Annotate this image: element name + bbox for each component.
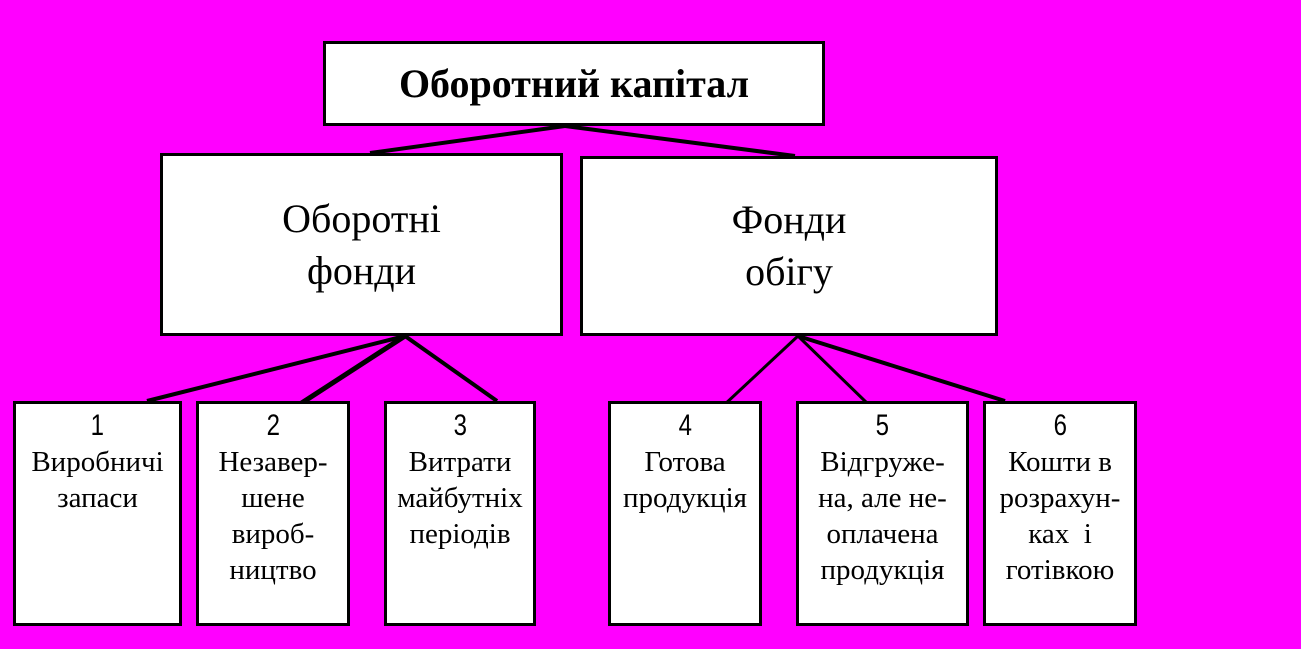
leaf-box-production-stocks: 1 Виробничі запаси — [13, 401, 182, 626]
leaf-line: продукція — [820, 554, 945, 586]
leaf-line: запаси — [57, 482, 138, 514]
leaf-line: на, але не- — [818, 482, 947, 514]
leaf-line: шене — [241, 482, 305, 514]
leaf-line: Кошти в — [1008, 446, 1112, 478]
connector-left-to-leaf3 — [403, 334, 499, 403]
leaf-line: ках і — [1028, 518, 1092, 550]
connector-left-to-leaf2 — [295, 333, 407, 409]
connector-root-to-right — [564, 124, 796, 158]
branch-line: обігу — [745, 249, 833, 294]
leaf-line: Відгруже- — [820, 446, 945, 478]
leaf-box-shipped-unpaid: 5 Відгруже- на, але не- оплачена продукц… — [796, 401, 969, 626]
leaf-line: майбутніх — [397, 482, 523, 514]
connector-right-to-leaf5 — [796, 334, 870, 406]
branch-line: Оборотні — [282, 195, 441, 241]
leaf-box-cash-and-settlements: 6 Кошти в розрахун- ках і готівкою — [983, 401, 1137, 626]
leaf-number: 6 — [1053, 409, 1067, 442]
leaf-box-deferred-expenses: 3 Витрати майбутніх періодів — [384, 401, 536, 626]
leaf-line: Виробничі — [31, 446, 164, 478]
leaf-line: вироб- — [231, 518, 315, 550]
connector-right-to-leaf4 — [721, 334, 800, 408]
leaf-number: 4 — [678, 409, 692, 442]
leaf-line: оплачена — [826, 518, 939, 550]
leaf-box-finished-products: 4 Готова продукція — [608, 401, 762, 626]
branch-line: фонди — [306, 247, 417, 293]
leaf-number: 3 — [453, 409, 467, 442]
branch-box-current-assets: Оборотні фонди — [160, 153, 563, 336]
leaf-line: продукція — [623, 482, 747, 514]
leaf-number: 2 — [266, 409, 280, 442]
leaf-line: Незавер- — [218, 446, 328, 478]
leaf-line: Готова — [644, 446, 726, 478]
connector-left-to-leaf1 — [146, 334, 406, 403]
connector-right-to-leaf6 — [797, 334, 1006, 403]
root-box: Оборотний капітал — [323, 41, 825, 126]
leaf-line: готівкою — [1005, 554, 1115, 586]
leaf-line: періодів — [409, 518, 511, 550]
branch-line: Фонди — [731, 197, 847, 242]
leaf-number: 5 — [875, 409, 890, 442]
leaf-box-work-in-progress: 2 Незавер- шене вироб- ництво — [196, 401, 350, 626]
root-title: Оборотний капітал — [398, 61, 750, 106]
leaf-line: Витрати — [408, 446, 512, 478]
leaf-line: ництво — [229, 554, 317, 586]
leaf-number: 1 — [90, 409, 105, 442]
leaf-line: розрахун- — [999, 482, 1121, 514]
connector-root-to-left — [369, 124, 566, 155]
branch-box-circulation-funds: Фонди обігу — [580, 156, 998, 336]
